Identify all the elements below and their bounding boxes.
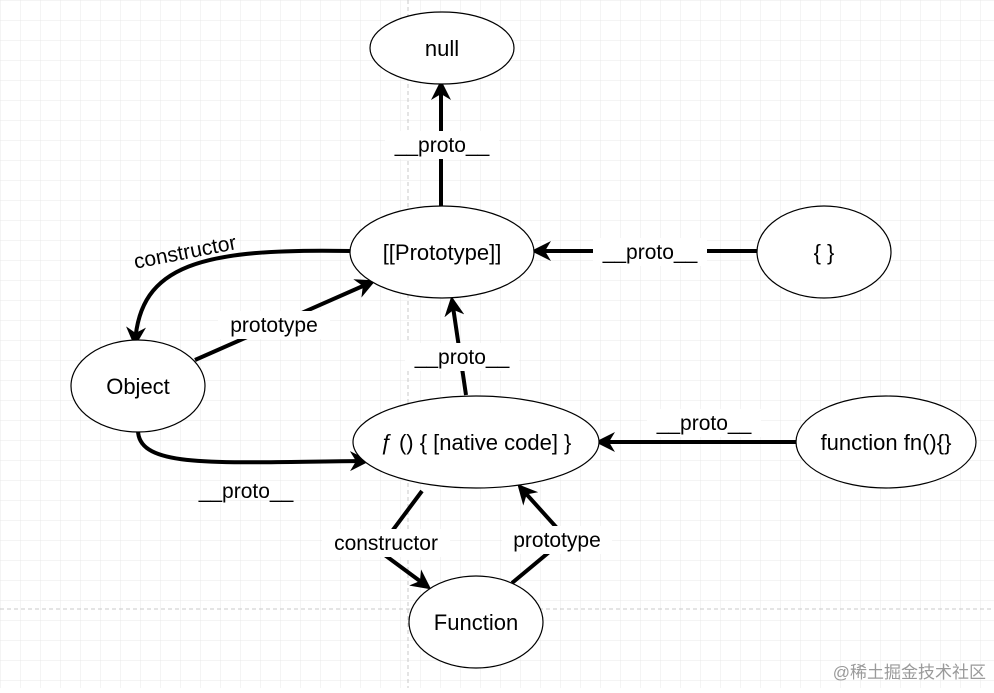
edge-label-object-to-native: __proto__ bbox=[198, 480, 294, 503]
edge-label-object-to-proto: prototype bbox=[230, 314, 318, 337]
edge-label-native-to-proto: __proto__ bbox=[414, 346, 510, 369]
node-function: Function bbox=[408, 575, 544, 669]
edge-label-function-to-native: prototype bbox=[513, 529, 601, 552]
edge-proto-to-object bbox=[126, 248, 353, 347]
node-empty-object-label: { } bbox=[814, 240, 835, 265]
node-function-declaration-label: function fn(){} bbox=[821, 430, 952, 455]
node-prototype-object-label: [[Prototype]] bbox=[383, 240, 502, 265]
node-null-label: null bbox=[425, 36, 459, 61]
node-prototype-object: [[Prototype]] bbox=[349, 205, 535, 299]
node-null: null bbox=[369, 11, 515, 85]
node-native-function: ƒ () { [native code] } bbox=[352, 395, 600, 489]
node-function-declaration: function fn(){} bbox=[795, 395, 977, 489]
watermark: @稀土掘金技术社区 bbox=[833, 663, 986, 682]
node-object: Object bbox=[70, 339, 206, 433]
node-empty-object: { } bbox=[756, 205, 892, 299]
edge-label-proto-to-null: __proto__ bbox=[394, 134, 490, 157]
node-native-function-label: ƒ () { [native code] } bbox=[381, 430, 572, 455]
edge-object-to-native bbox=[136, 429, 370, 472]
edge-label-fndecl-to-native: __proto__ bbox=[656, 412, 752, 435]
node-function-label: Function bbox=[434, 610, 518, 635]
node-object-label: Object bbox=[106, 374, 170, 399]
edge-label-native-to-function: constructor bbox=[334, 532, 438, 555]
edge-label-empty-to-proto: __proto__ bbox=[602, 241, 698, 264]
